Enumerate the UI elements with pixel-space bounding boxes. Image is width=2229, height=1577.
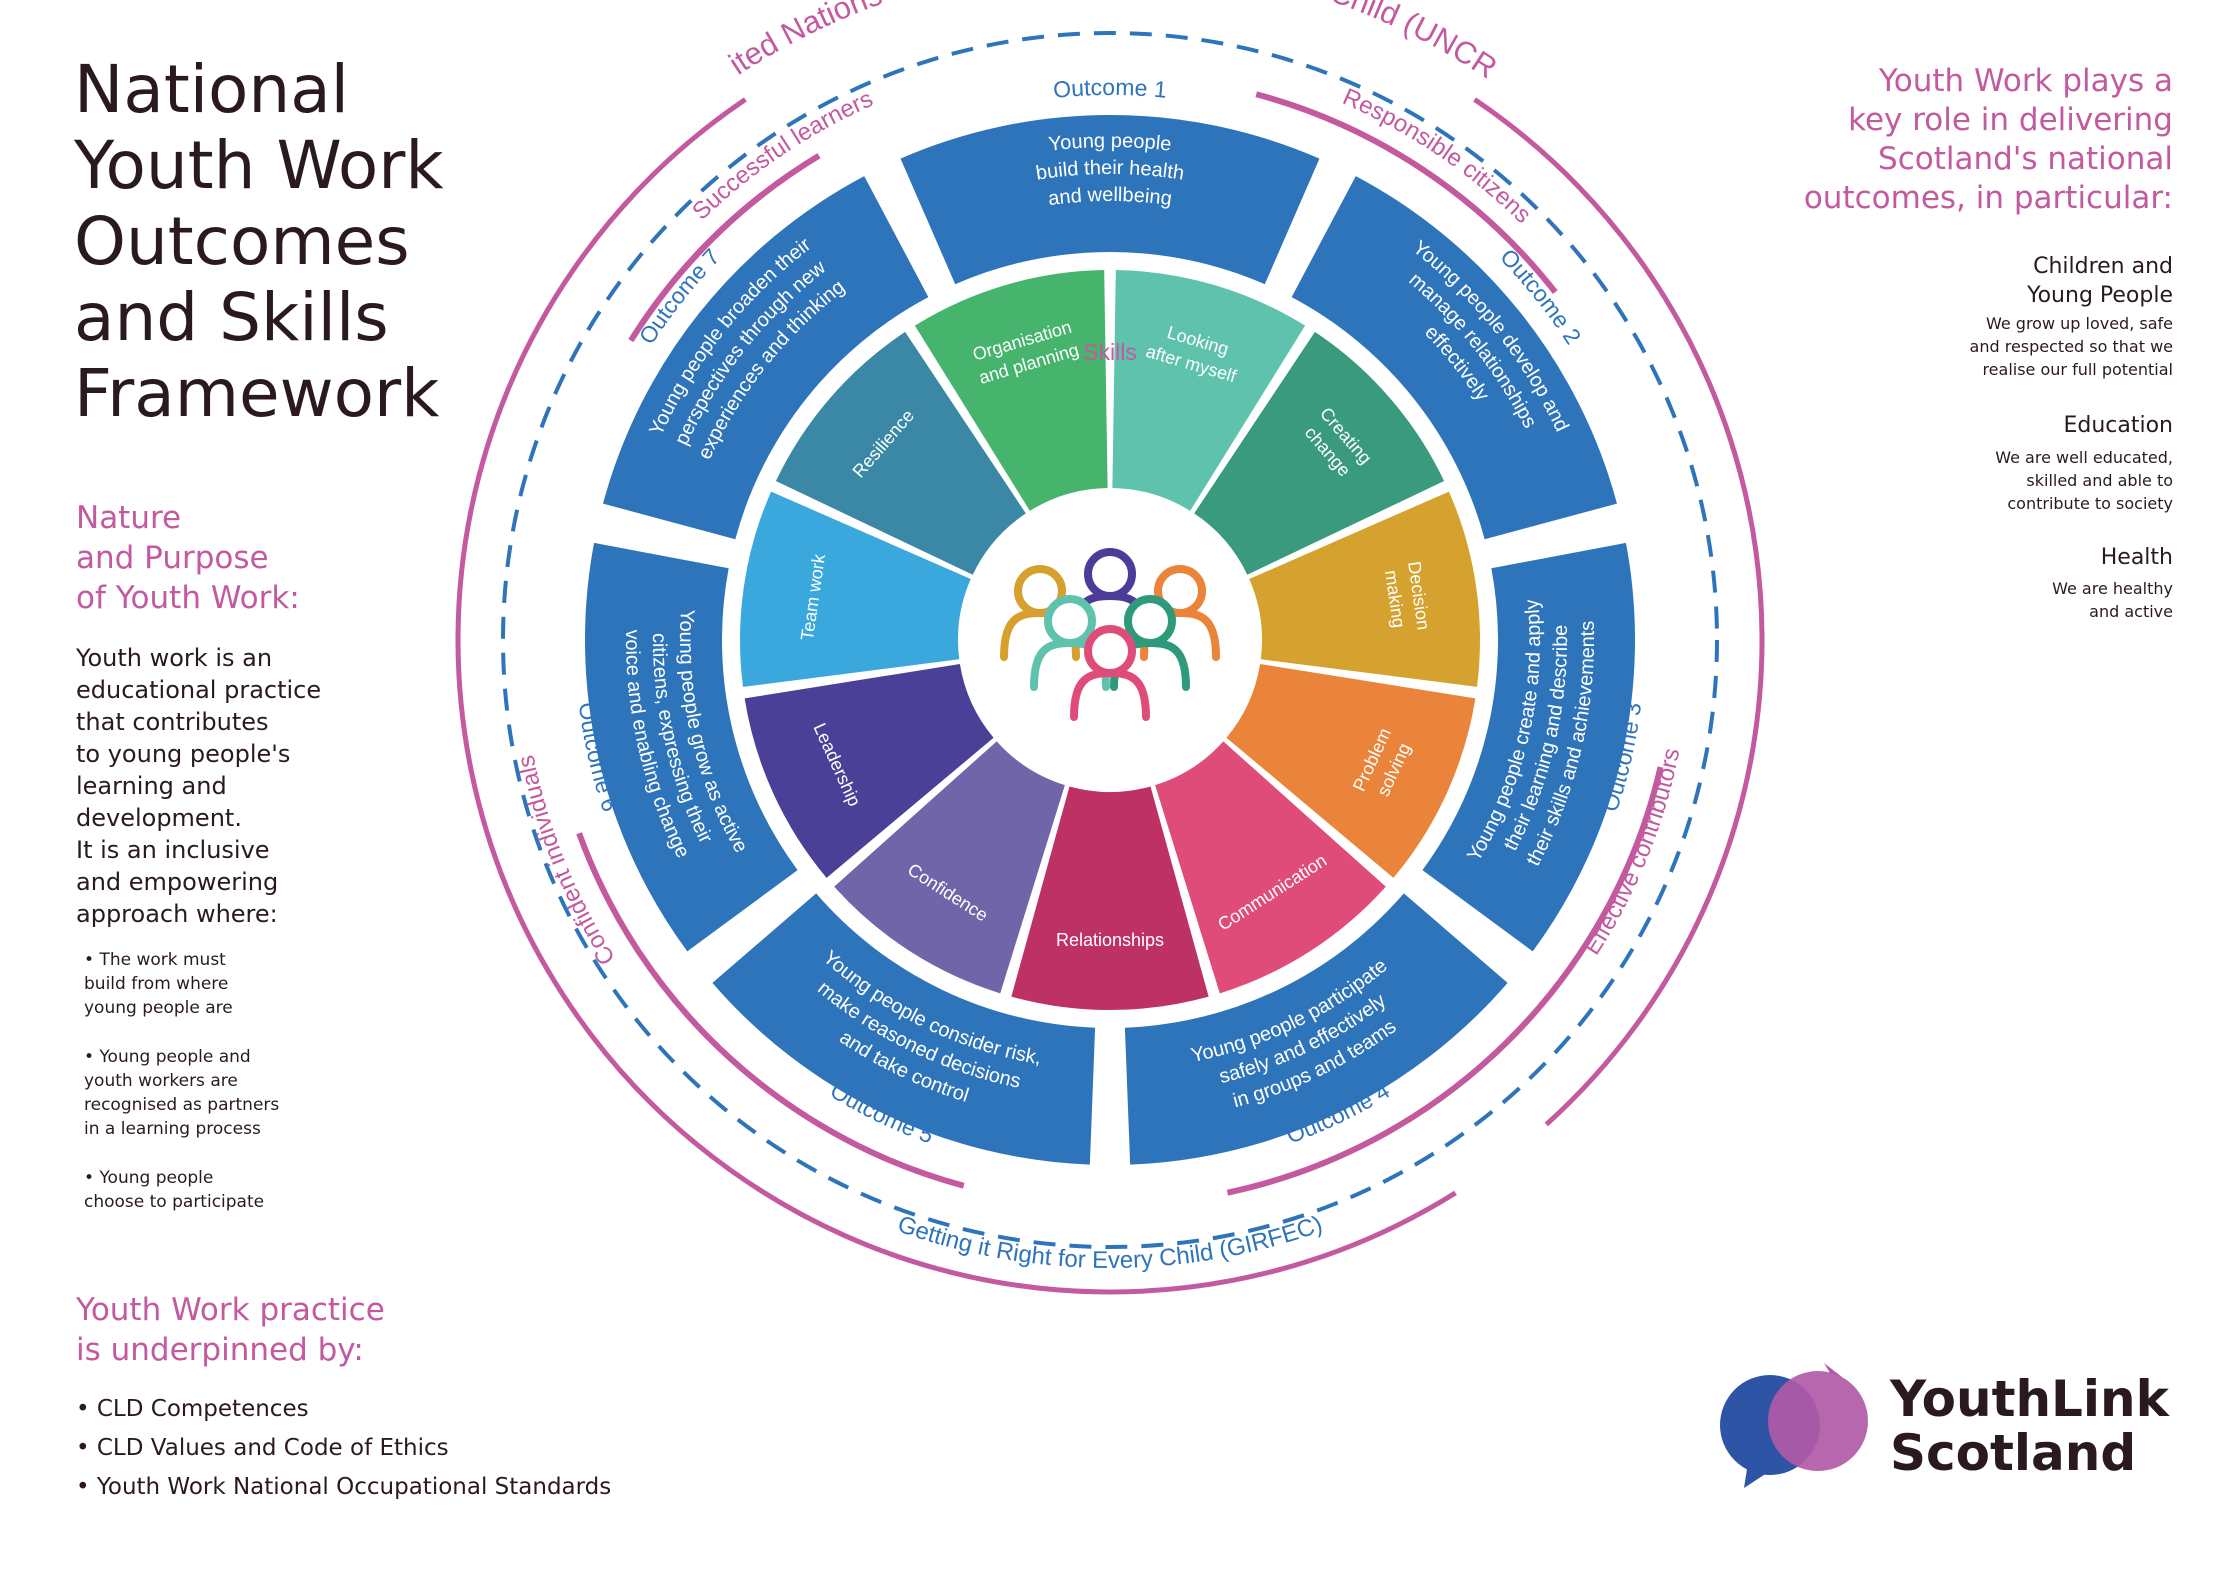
outcome-label: Outcome 1 [1052,74,1168,103]
skill-segment [744,663,994,878]
skill-segment [914,270,1108,511]
nature-body: Youth work is an educational practice th… [76,644,322,928]
girfec-title-path: Getting it Right for Every Child (GIRFEC… [894,1211,1326,1274]
practice-heading: Youth Work practice is underpinned by: [76,1292,385,1368]
outcome-segment [585,542,798,952]
outcome-text-line: Young people [1047,130,1172,156]
national-outcome-title: Education [2063,413,2173,438]
person-body [1070,668,1150,721]
skill-segment [775,331,1026,575]
skill-segment [1249,491,1481,687]
national-outcome-text: We are healthy and active [2052,579,2173,621]
nature-heading: Nature and Purpose of Youth Work: [76,500,300,616]
capacity-arc [576,832,965,1189]
uncrc-title-path: United Nations Convention on the Rights … [0,0,1503,85]
outcome-segment [900,114,1320,285]
practice-item: • Youth Work National Occupational Stand… [76,1474,612,1500]
capacity-arc [1255,91,1558,294]
national-outcome-title: Children and Young People [2027,254,2173,308]
national-outcome-text: We are well educated, skilled and able t… [1995,448,2173,513]
skill-segment [1112,270,1306,511]
skill-segment [1226,663,1476,878]
nature-bullet: • Young people and youth workers are rec… [84,1047,280,1139]
logo-blue-tail [1744,1463,1770,1488]
nature-bullet: • The work must build from where young p… [84,950,233,1018]
outcome-segment [1124,893,1508,1165]
outer-rings [455,31,1765,1295]
logo-purple-bubble [1768,1371,1868,1471]
practice-item: • CLD Competences [76,1396,309,1422]
skill-segments [739,270,1481,1010]
person-head [1084,548,1136,600]
outcome-label-path-text: Outcome 1 [1052,74,1168,103]
logo-text: YouthLink Scotland [1890,1370,2169,1482]
outcome-segments [585,114,1635,1165]
national-outcome-title: Health [2100,545,2173,570]
person-head [1124,595,1176,647]
practice-item: • CLD Values and Code of Ethics [76,1435,449,1461]
youthlink-logo-icon [1720,1363,1868,1488]
skill-segment [1194,331,1445,575]
skill-segment [1011,786,1209,1010]
dashed-ring [501,31,1719,1249]
national-outcomes-heading: Youth Work plays a key role in deliverin… [1803,63,2173,216]
skill-segment [834,741,1065,994]
capacity-arc [1226,766,1664,1196]
logo-purple-tail [1824,1363,1842,1377]
outcome-segment [1291,176,1617,540]
skill-segment [1155,741,1386,994]
outcome-segment [1422,542,1635,952]
outcome-text: and wellbeing [1047,184,1173,210]
outcome-segment [712,893,1096,1165]
skills-title: Skills [1083,339,1137,365]
girfec-title: Getting it Right for Every Child (GIRFEC… [894,1211,1326,1274]
person-head [1044,595,1096,647]
skill-label-group: Relationships [1056,930,1164,950]
capacity-arc [628,192,764,343]
outer-ring-arc [1473,97,1765,1127]
nature-bullet: • Young people choose to participate [84,1168,265,1212]
skill-label: Relationships [1056,930,1164,950]
skill-segment [739,491,971,687]
outcome-segment [603,176,929,540]
outcome-text: Young people [1047,130,1172,156]
outcome-text-line: and wellbeing [1047,184,1173,210]
page-title: National Youth Work Outcomes and Skills … [74,51,444,432]
national-outcome-text: We grow up loved, safe and respected so … [1969,314,2173,379]
person-head [1084,625,1136,677]
people-icon [960,490,1260,790]
outer-ring-arc [455,97,1457,1295]
uncrc-title: United Nations Convention on the Rights … [0,0,1503,85]
